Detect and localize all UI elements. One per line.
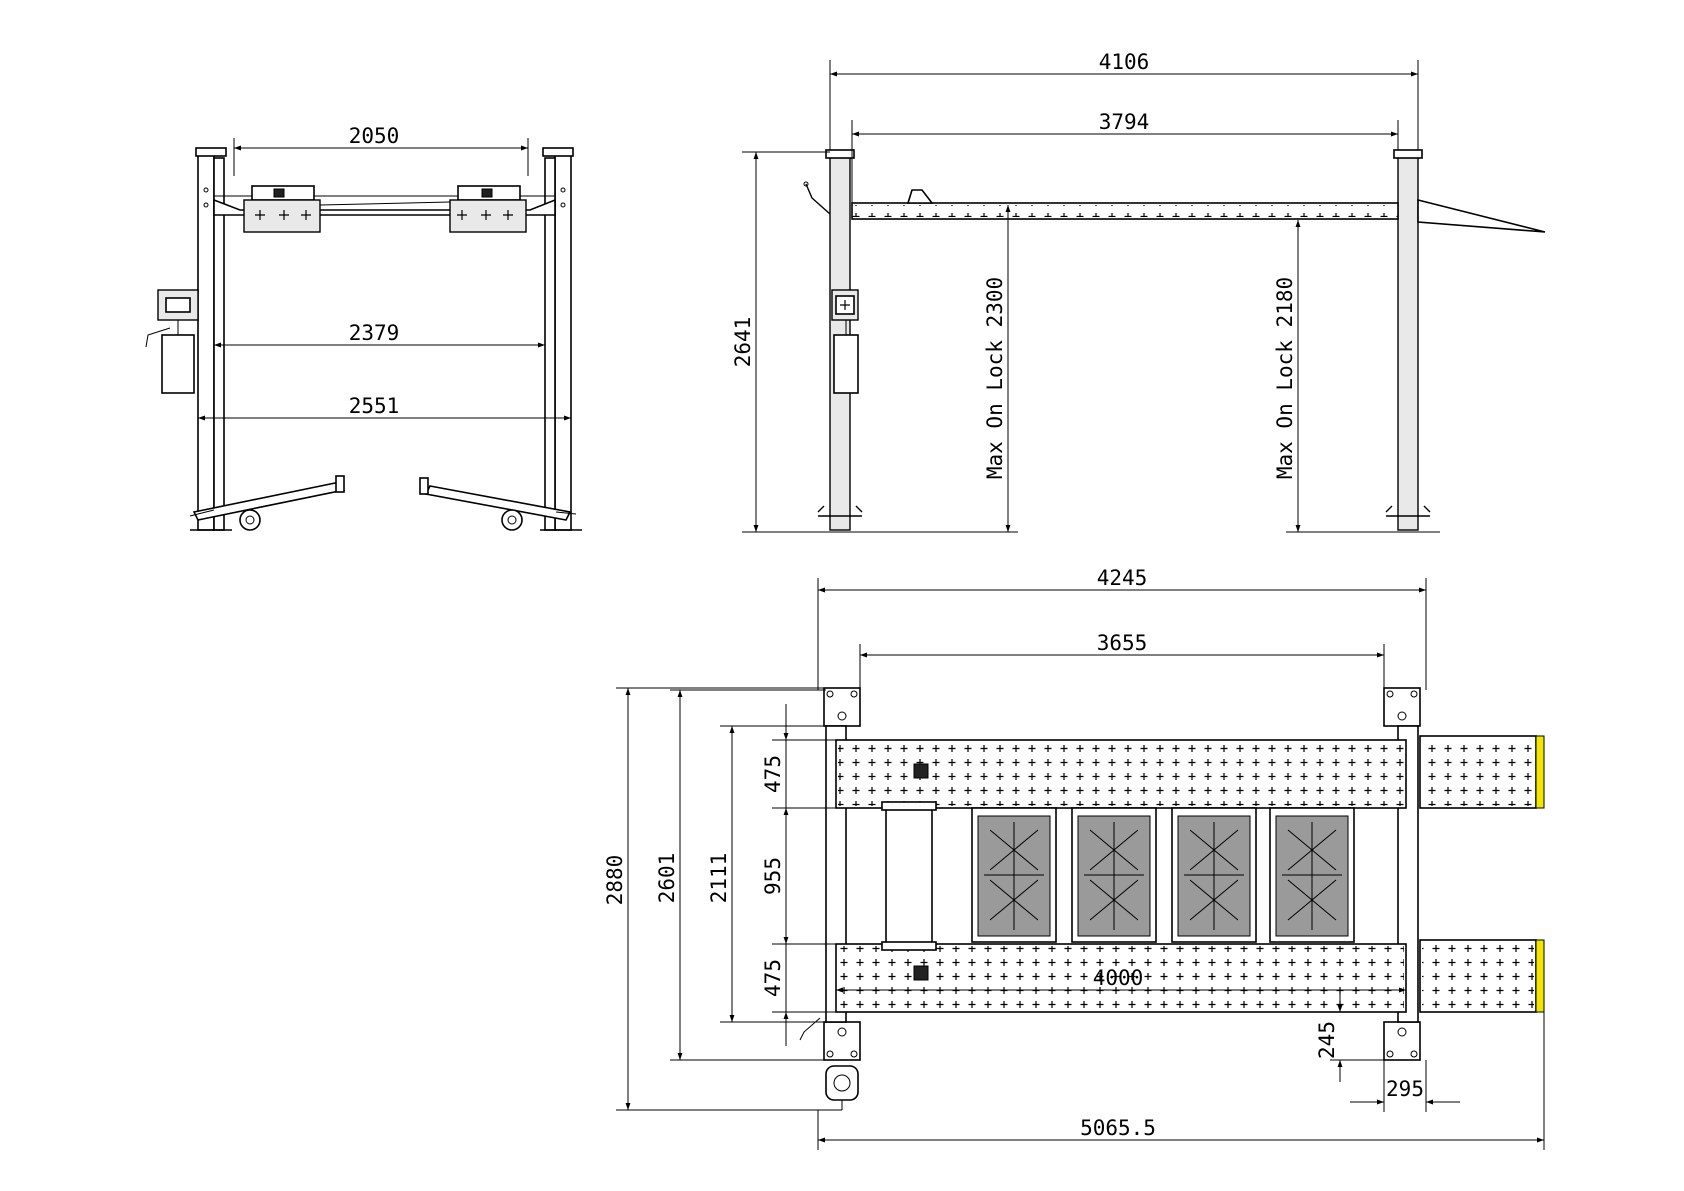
dim-295: 295 [1386, 1077, 1424, 1101]
front-runway-left [243, 185, 321, 233]
label-max-lock-2180: Max On Lock 2180 [1273, 277, 1297, 479]
label-max-lock-2300: Max On Lock 2300 [983, 277, 1007, 479]
top-post-rear-right [1383, 1021, 1421, 1061]
top-post-rear-left [823, 1021, 861, 1061]
front-runway-right [449, 185, 527, 233]
dim-2641: 2641 [731, 317, 755, 368]
front-ramp-left [189, 475, 346, 531]
front-view: 2050 2379 2551 [145, 124, 582, 531]
front-ramp-right [419, 477, 577, 531]
side-control-box [831, 289, 859, 394]
dim-2601: 2601 [655, 853, 679, 904]
top-ramp-upper [1419, 735, 1545, 809]
top-post-front-right [1383, 687, 1421, 727]
front-right-post [554, 151, 572, 531]
side-rear-ramp [1417, 198, 1546, 233]
dim-2551: 2551 [349, 394, 400, 418]
dim-4245: 4245 [1097, 566, 1148, 590]
dim-2050: 2050 [349, 124, 400, 148]
dim-4106: 4106 [1099, 50, 1150, 74]
dim-2379: 2379 [349, 321, 400, 345]
dim-2111: 2111 [707, 853, 731, 904]
dim-3655: 3655 [1097, 631, 1148, 655]
top-post-front-left [823, 687, 861, 727]
top-view: 4245 3655 2880 2601 2111 475 955 475 400… [603, 566, 1545, 1150]
top-slip-plates [971, 807, 1355, 943]
top-power-unit [799, 1017, 859, 1110]
dim-475-lower: 475 [761, 959, 785, 997]
dim-4000: 4000 [1093, 966, 1144, 990]
dim-245: 245 [1315, 1021, 1339, 1059]
front-power-unit [145, 289, 199, 394]
front-left-post [197, 151, 215, 531]
top-ramp-lower [1419, 939, 1545, 1013]
dim-2880: 2880 [603, 855, 627, 906]
dim-3794: 3794 [1099, 110, 1150, 134]
side-right-post [1397, 155, 1419, 531]
dim-475-upper: 475 [761, 755, 785, 793]
side-view: 4106 3794 2641 Max On Lock 2300 Max On L… [731, 50, 1546, 533]
dim-955: 955 [761, 857, 785, 895]
dim-5065-5: 5065.5 [1080, 1116, 1156, 1140]
